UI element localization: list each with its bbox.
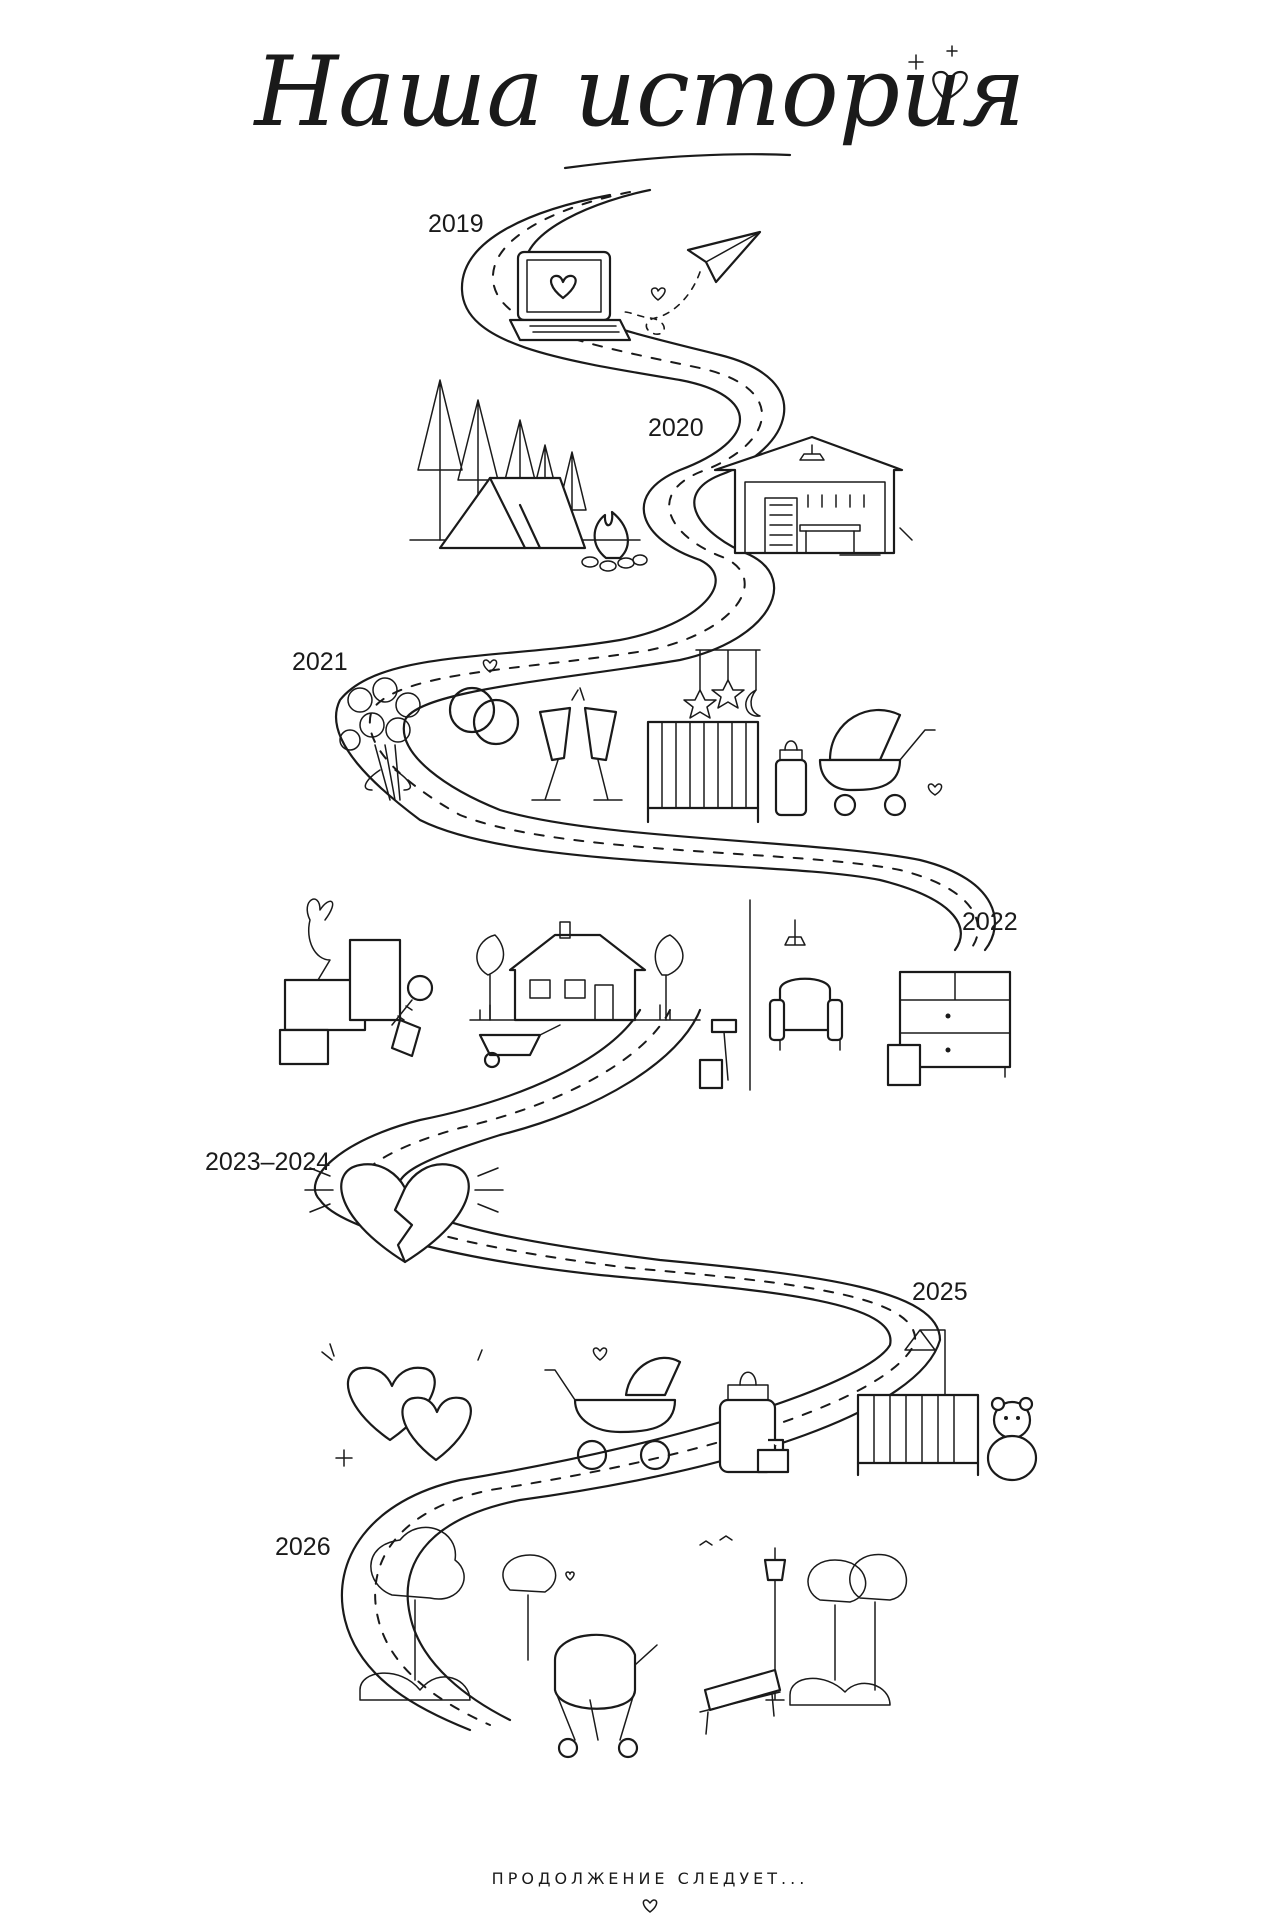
stroller-icon-2025 [544, 1347, 682, 1471]
laptop-heart-icon [508, 250, 632, 342]
baby-bottle-icon-2025 [718, 1371, 790, 1474]
wheelbarrow-icon [478, 1024, 561, 1069]
boxes-icon [278, 898, 402, 1066]
year-label-2019: 2019 [428, 210, 484, 238]
title-heart-icon [908, 45, 968, 102]
campfire-icon [581, 510, 648, 572]
tent-icon [438, 476, 587, 550]
park-icon [359, 1526, 907, 1706]
crib-icon-2025 [856, 1329, 980, 1477]
keys-icon [390, 974, 434, 1058]
year-label-2023-2024: 2023–2024 [205, 1148, 330, 1176]
broken-heart-icon [304, 1163, 504, 1264]
year-label-2022: 2022 [962, 908, 1018, 936]
page-title: Наша история [253, 36, 1026, 148]
baby-bottle-icon [774, 740, 808, 817]
paper-plane-icon [624, 230, 762, 335]
dresser-icon [886, 970, 1012, 1087]
title-underline [563, 153, 792, 170]
teddy-bear-icon [986, 1396, 1038, 1482]
baby-mobile-icon [683, 649, 761, 719]
paint-roller-icon [698, 899, 751, 1091]
crib-icon [646, 720, 760, 824]
stroller-icon [818, 709, 943, 817]
wedding-rings-icon [448, 659, 520, 746]
bench-icon [699, 1668, 782, 1735]
pram-icon [553, 1633, 658, 1759]
bouquet-icon [339, 677, 421, 801]
year-label-2021: 2021 [292, 648, 348, 676]
armchair-icon [768, 919, 844, 1051]
house-icon [469, 921, 701, 1022]
year-label-2026: 2026 [275, 1533, 331, 1561]
year-label-2020: 2020 [648, 414, 704, 442]
garage-icon [713, 435, 913, 556]
two-hearts-icon [321, 1343, 483, 1467]
footer-heart-icon [642, 1899, 658, 1913]
year-label-2025: 2025 [912, 1278, 968, 1306]
champagne-glasses-icon [531, 687, 623, 801]
footer-text: ПРОДОЛЖЕНИЕ СЛЕДУЕТ... [492, 1869, 809, 1888]
